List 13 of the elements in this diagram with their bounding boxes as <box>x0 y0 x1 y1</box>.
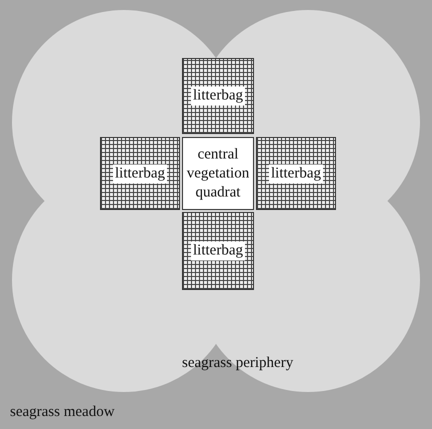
area-label: seagrass periphery <box>182 355 294 372</box>
litterbag-square <box>100 137 180 210</box>
litterbag-label: litterbag <box>269 164 323 183</box>
litterbag-square <box>182 212 254 290</box>
litterbag-square <box>256 137 336 210</box>
quadrat-square <box>182 137 254 210</box>
area-label: seagrass meadow <box>10 404 115 421</box>
litterbag-square <box>182 58 254 134</box>
quadrat-label: central vegetation quadrat <box>186 145 250 202</box>
litterbag-label: litterbag <box>191 242 245 260</box>
periphery-area <box>12 10 420 392</box>
litterbag-label: litterbag <box>191 86 245 106</box>
litterbag-label: litterbag <box>113 164 167 183</box>
